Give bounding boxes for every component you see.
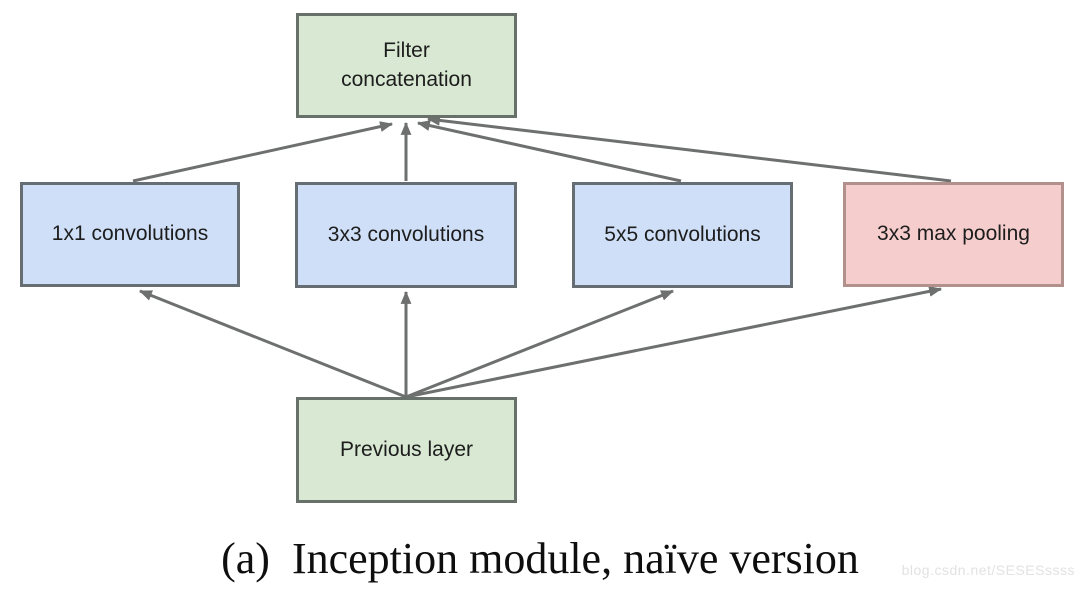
node-3x3-max-pooling: 3x3 max pooling [843, 182, 1064, 287]
arrow-previous-to-conv1x1 [138, 289, 407, 399]
csdn-watermark: blog.csdn.net/SESESssss [901, 562, 1075, 578]
arrow-previous-to-conv5x5 [405, 289, 675, 399]
node-filter-concatenation: Filter concatenation [296, 13, 517, 118]
node-1x1-convolutions-label: 1x1 convolutions [51, 222, 209, 246]
figure-caption: (a) Inception module, naïve version [0, 533, 1080, 584]
arrow-previous-to-maxpool [405, 286, 943, 399]
node-3x3-convolutions: 3x3 convolutions [295, 182, 517, 288]
node-5x5-convolutions-label: 5x5 convolutions [604, 222, 761, 246]
node-3x3-convolutions-label: 3x3 convolutions [327, 222, 485, 246]
figure-caption-title: Inception module, naïve version [291, 534, 859, 583]
node-5x5-convolutions: 5x5 convolutions [572, 182, 793, 288]
node-3x3-max-pooling-label: 3x3 max pooling [877, 222, 1030, 246]
node-previous-layer: Previous layer [296, 397, 517, 503]
node-filter-concatenation-label: Filter concatenation [341, 39, 472, 91]
arrow-conv5x5-to-concat [416, 120, 682, 183]
node-1x1-convolutions: 1x1 convolutions [20, 182, 240, 287]
arrow-conv1x1-to-concat [132, 121, 394, 183]
figure-caption-index: (a) [221, 534, 270, 583]
node-previous-layer-label: Previous layer [339, 437, 474, 461]
arrow-maxpool-to-concat [426, 115, 952, 183]
